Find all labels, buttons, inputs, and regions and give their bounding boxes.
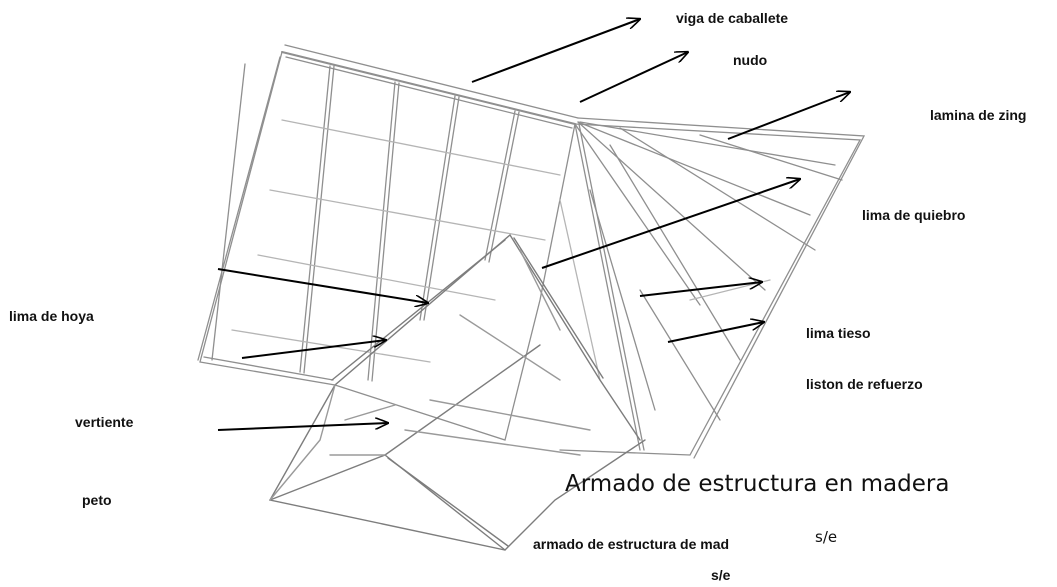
label-se-bottom: s/e xyxy=(711,567,731,583)
arrow-nudo xyxy=(579,52,688,103)
label-nudo: nudo xyxy=(733,52,768,68)
scale-note: s/e xyxy=(815,528,838,546)
arrow-lamina-de-zing xyxy=(727,92,850,140)
arrow-lima-tieso-1 xyxy=(639,282,762,297)
label-peto: peto xyxy=(82,492,112,508)
label-armado-de-estructura-de-mad: armado de estructura de mad xyxy=(533,536,730,552)
label-lima-de-quiebro: lima de quiebro xyxy=(862,207,966,223)
label-lamina-de-zing: lamina de zing xyxy=(930,107,1027,123)
arrow-lima-de-hoya-2 xyxy=(241,340,386,359)
label-liston-de-refuerzo: liston de refuerzo xyxy=(806,376,923,392)
label-lima-tieso: lima tieso xyxy=(806,325,871,341)
arrow-lima-tieso-2 xyxy=(667,322,764,343)
drawing-title: Armado de estructura en madera xyxy=(565,471,950,497)
label-lima-de-hoya: lima de hoya xyxy=(9,308,94,324)
arrow-viga-de-caballete xyxy=(471,19,640,83)
arrow-lima-de-quiebro xyxy=(541,179,800,269)
left-roof-plane xyxy=(197,44,579,441)
front-gable xyxy=(268,234,646,551)
annotation-arrows xyxy=(217,19,850,431)
label-viga-de-caballete: viga de caballete xyxy=(676,10,789,26)
arrow-vertiente xyxy=(217,423,388,431)
label-vertiente: vertiente xyxy=(75,414,134,430)
arrow-lima-de-hoya-1 xyxy=(217,268,428,303)
